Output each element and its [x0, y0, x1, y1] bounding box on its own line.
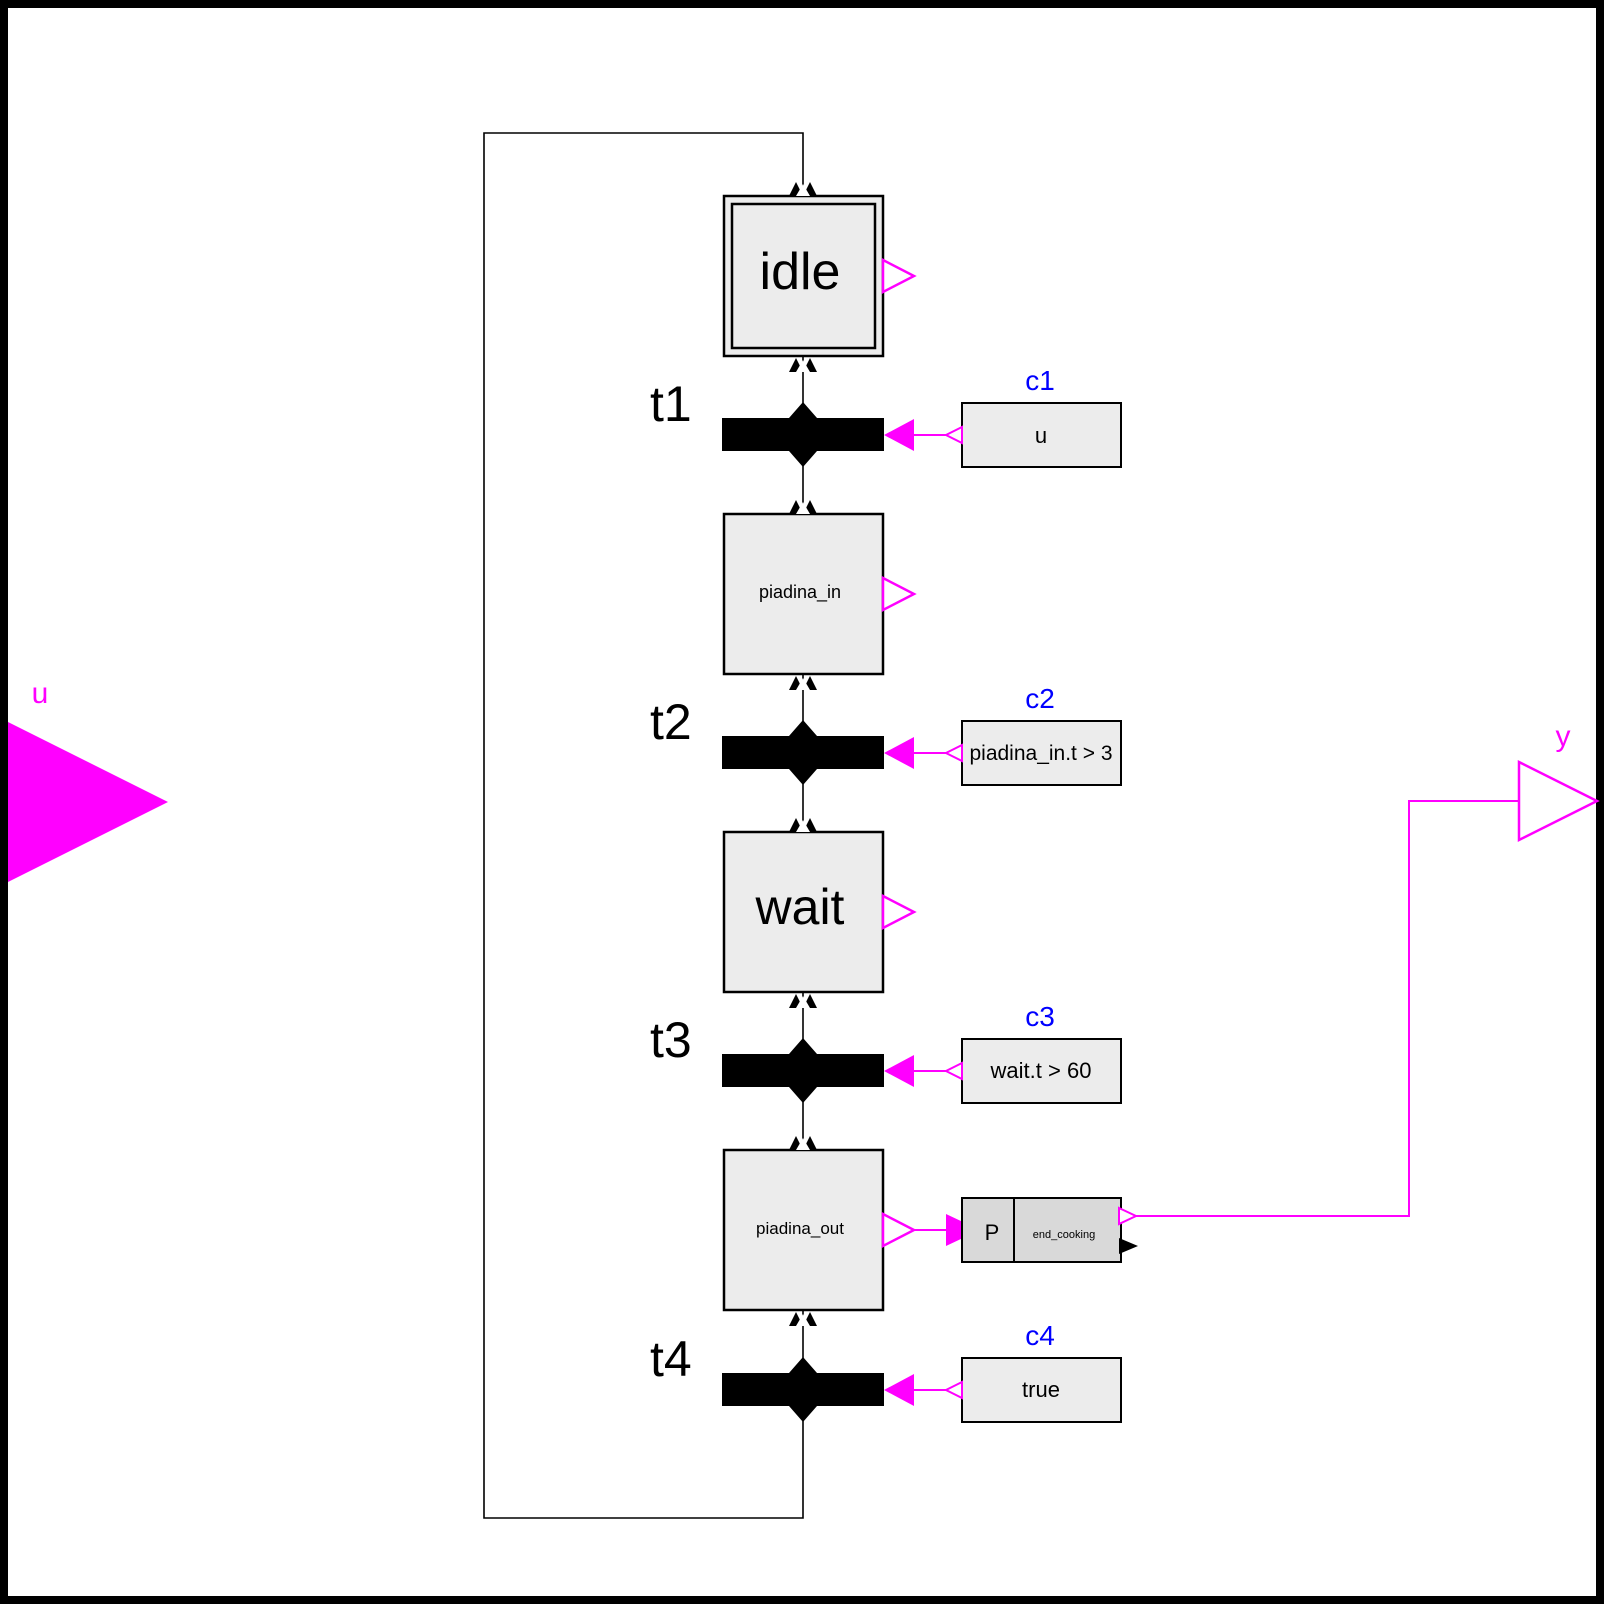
condition-output-port[interactable]	[943, 425, 963, 445]
step-piadina-in[interactable]: piadina_in	[722, 512, 917, 676]
transition-label: t1	[650, 376, 692, 432]
condition-expression: piadina_in.t > 3	[969, 742, 1112, 765]
action-label: end_cooking	[1033, 1229, 1095, 1241]
output-connector-icon[interactable]	[1517, 759, 1600, 843]
loop-back-wire	[483, 132, 804, 1519]
condition-expression: u	[1035, 423, 1047, 448]
input-label: u	[32, 677, 49, 710]
action-output-port[interactable]	[1118, 1206, 1139, 1226]
step-idle[interactable]: idle	[722, 194, 917, 358]
transition-t2[interactable]: t2	[650, 694, 884, 785]
condition-name: c3	[1025, 1001, 1055, 1032]
transition-t4[interactable]: t4	[650, 1331, 884, 1422]
step-active-output-port[interactable]	[881, 1211, 917, 1249]
transition-condition-input	[884, 1055, 914, 1087]
input-connector-icon[interactable]	[8, 722, 168, 882]
transition-t3[interactable]: t3	[650, 1012, 884, 1103]
condition-name: c1	[1025, 365, 1055, 396]
step-active-output-port[interactable]	[881, 575, 917, 613]
transition-condition-input	[884, 737, 914, 769]
condition-c3[interactable]: c3 wait.t > 60	[884, 1001, 1122, 1104]
transition-label: t3	[650, 1012, 692, 1068]
condition-name: c2	[1025, 683, 1055, 714]
step-active-output-port[interactable]	[881, 893, 917, 931]
output-label: y	[1556, 720, 1571, 753]
condition-expression: wait.t > 60	[990, 1058, 1092, 1083]
condition-c1[interactable]: c1 u	[884, 365, 1122, 468]
transition-t1[interactable]: t1	[650, 376, 884, 467]
condition-output-port[interactable]	[943, 1380, 963, 1400]
action-prefix: P	[985, 1220, 1000, 1245]
step-wait[interactable]: wait	[722, 830, 917, 994]
condition-c2[interactable]: c2 piadina_in.t > 3	[884, 683, 1122, 786]
model-output-y[interactable]: y	[1517, 720, 1600, 843]
action-status-port	[1119, 1238, 1138, 1254]
condition-output-port[interactable]	[943, 743, 963, 763]
step-piadina-out[interactable]: piadina_out	[722, 1148, 917, 1312]
condition-output-port[interactable]	[943, 1061, 963, 1081]
transition-label: t2	[650, 694, 692, 750]
step-active-output-port[interactable]	[881, 257, 917, 295]
condition-name: c4	[1025, 1320, 1055, 1351]
step-label: wait	[755, 879, 845, 935]
transition-label: t4	[650, 1331, 692, 1387]
transition-condition-input	[884, 1374, 914, 1406]
step-label: idle	[760, 243, 841, 301]
step-label: piadina_in	[759, 582, 841, 603]
model-input-u[interactable]: u	[8, 677, 168, 882]
step-label: piadina_out	[756, 1219, 844, 1238]
action-to-output-wire	[1136, 800, 1519, 1217]
action-end-cooking[interactable]: P end_cooking	[914, 800, 1519, 1263]
condition-c4[interactable]: c4 true	[884, 1320, 1122, 1423]
condition-expression: true	[1022, 1377, 1060, 1402]
transition-condition-input	[884, 419, 914, 451]
